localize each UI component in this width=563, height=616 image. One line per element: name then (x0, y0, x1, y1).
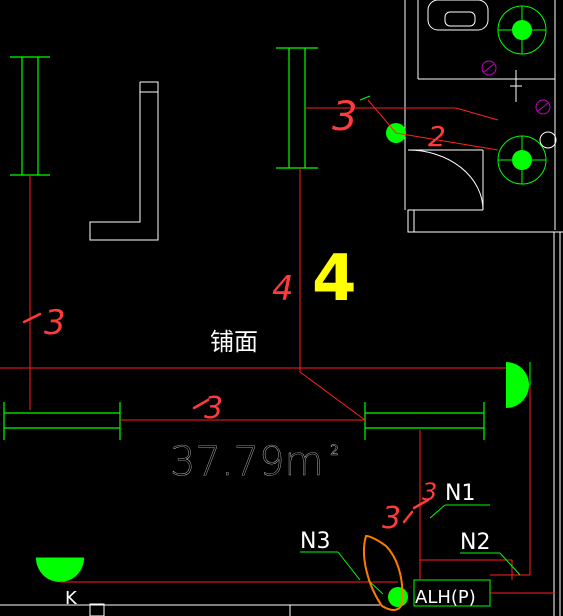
solid-fixtures (36, 123, 531, 607)
switch-label-k: K (65, 588, 78, 609)
hand-mark-bottom-3-first: 3 (382, 501, 401, 536)
plumbing-fixtures (481, 5, 557, 185)
area-superscript: 2 (330, 443, 339, 459)
hand-mark-mid-3: 3 (204, 391, 223, 426)
label-leaders (300, 95, 521, 595)
circuit-label-n2: N2 (460, 530, 490, 555)
area-value: 37.79m (170, 439, 323, 485)
light-fixtures (3, 47, 485, 440)
circuit-label-n1: N1 (445, 481, 475, 506)
panel-label: ALH(P) (415, 587, 476, 608)
handwritten-strokes (22, 312, 430, 524)
wiring (0, 99, 555, 594)
orange-handwritten-loop (362, 534, 404, 611)
hand-mark-vertical-4: 4 (272, 269, 294, 309)
hand-mark-big-4: 4 (312, 242, 357, 316)
hand-mark-top-2: 2 (428, 120, 446, 153)
hand-mark-top-3: 3 (332, 94, 357, 140)
handwritten-annotations: 3 2 4 4 3 3 3 3 (44, 94, 446, 536)
circuit-label-n3: N3 (300, 529, 330, 554)
hand-mark-bottom-3-second: 3 (422, 478, 437, 506)
room-label: 铺面 (210, 328, 258, 356)
hand-mark-left-3: 3 (44, 303, 66, 343)
